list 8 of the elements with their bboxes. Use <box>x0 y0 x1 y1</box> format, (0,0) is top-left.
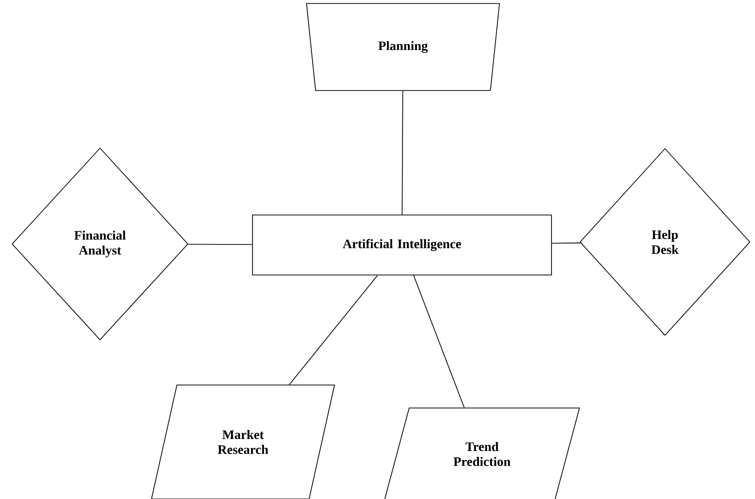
connector-line <box>188 244 252 245</box>
parallelogram-box: Trend Prediction <box>384 408 580 499</box>
connector-line <box>288 275 378 385</box>
connector-line <box>413 275 465 408</box>
connector-line <box>552 242 581 244</box>
process-box: Artificial Intelligence <box>252 214 552 276</box>
trapezoid-box: Planning <box>306 3 500 91</box>
connector-line <box>402 90 404 215</box>
